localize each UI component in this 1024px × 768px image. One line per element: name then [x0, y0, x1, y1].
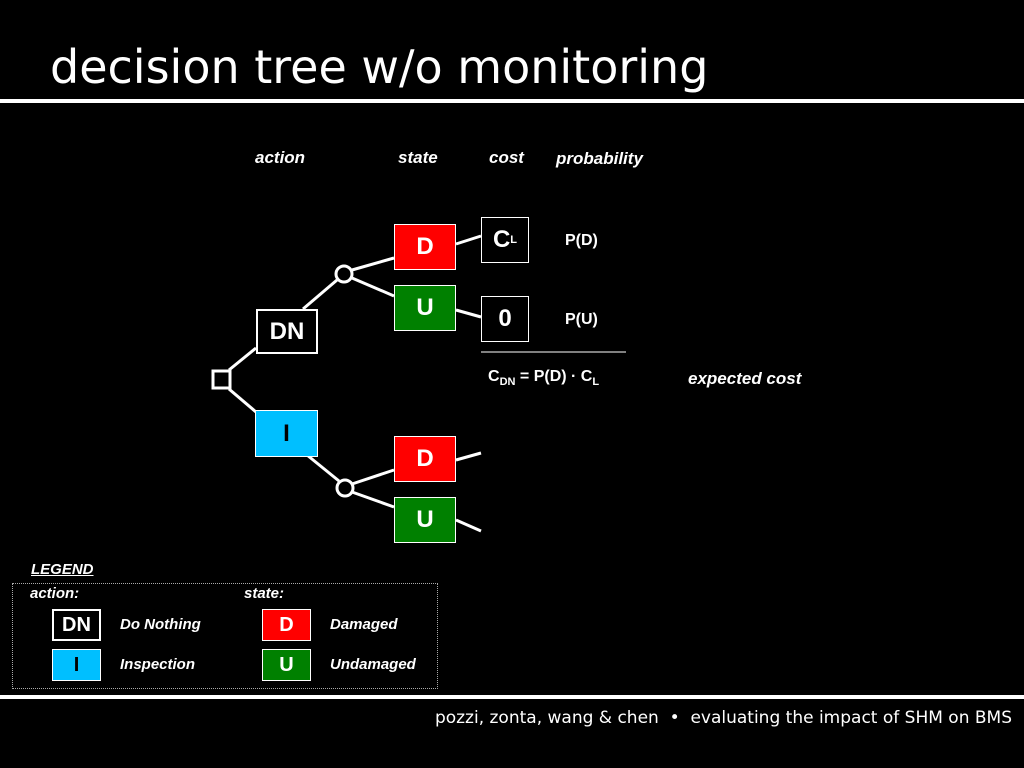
chance-node-top [334, 264, 354, 284]
edge-decision-dn [228, 346, 257, 372]
header-probability: probability [556, 149, 643, 168]
node-damaged-bottom: D [394, 436, 456, 482]
legend-i-swatch: I [52, 649, 101, 681]
edge-chance-d-bottom [351, 468, 395, 486]
legend-d-desc: Damaged [330, 616, 398, 633]
cost-damaged-main: C [492, 226, 511, 253]
edge-u-bottom-out [455, 518, 482, 533]
edge-d-bottom-out [455, 451, 482, 462]
node-undamaged-bottom: U [394, 497, 456, 543]
legend-u-desc: Undamaged [330, 656, 416, 673]
expected-cost-formula: CDN = P(D) · CL [488, 368, 599, 388]
edge-d-cost [455, 234, 482, 246]
header-action: action [255, 148, 306, 167]
edge-chance-u-bottom [351, 490, 395, 509]
legend-action-label: action: [30, 585, 80, 602]
edge-chance-u-top [351, 276, 395, 298]
edge-dn-chance [302, 278, 338, 311]
legend-dn-swatch: DN [52, 609, 101, 641]
legend-box [12, 583, 438, 689]
node-damaged-top: D [394, 224, 456, 270]
header-cost: cost [489, 148, 524, 167]
probability-damaged: P(D) [565, 232, 598, 249]
footer-divider [0, 695, 1024, 699]
formula-c-sub: DN [499, 376, 516, 388]
edge-u-cost [455, 308, 482, 319]
legend-i-desc: Inspection [120, 656, 196, 673]
formula-end-sub: L [592, 376, 600, 388]
legend-title: LEGEND [31, 561, 94, 578]
edge-chance-d-top [351, 256, 395, 272]
legend-state-label: state: [244, 585, 285, 602]
probability-undamaged: P(U) [565, 311, 598, 328]
edge-i-chance [306, 453, 340, 483]
expected-cost-label: expected cost [688, 369, 802, 388]
cost-box-undamaged: 0 [481, 296, 529, 342]
edge-decision-i [228, 387, 257, 414]
title-divider [0, 99, 1024, 103]
cost-damaged-sub: L [510, 234, 518, 246]
node-inspection: I [255, 410, 318, 457]
chance-node-bottom [335, 478, 355, 498]
node-undamaged-top: U [394, 285, 456, 331]
legend-dn-desc: Do Nothing [120, 616, 201, 633]
page-title: decision tree w/o monitoring [50, 40, 709, 94]
formula-c: C [488, 368, 500, 385]
footer-text: pozzi, zonta, wang & chen • evaluating t… [434, 708, 1012, 728]
legend-d-swatch: D [262, 609, 311, 641]
header-state: state [398, 148, 438, 167]
legend-u-swatch: U [262, 649, 311, 681]
node-do-nothing: DN [256, 309, 318, 354]
formula-middle: = P(D) · C [515, 368, 593, 385]
decision-node-square [211, 369, 232, 390]
